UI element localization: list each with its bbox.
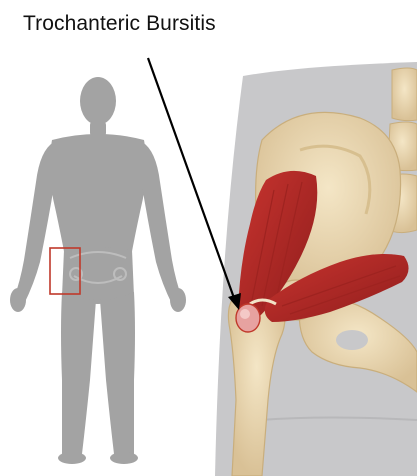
hip-anatomy-illustration — [215, 62, 417, 476]
human-body-silhouette — [10, 77, 186, 464]
